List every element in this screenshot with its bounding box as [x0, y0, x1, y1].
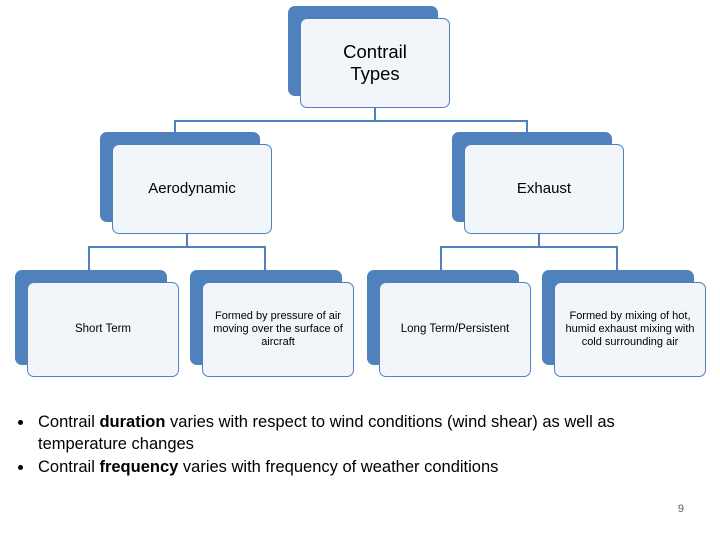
node-card: Short Term	[27, 282, 179, 377]
node-label: Exhaust	[516, 180, 572, 198]
node-label: Long Term/Persistent	[400, 322, 510, 335]
node-card: Exhaust	[464, 144, 624, 234]
bullet-text: varies with respect to wind conditions (…	[38, 413, 615, 453]
diagram-node-aerodynamic[interactable]: Aerodynamic	[100, 132, 272, 234]
node-card: Formed by pressure of air moving over th…	[202, 282, 354, 377]
node-label: Formed by mixing of hot, humid exhaust m…	[565, 310, 695, 348]
connector-to-formed-mixing	[616, 246, 618, 272]
connector-to-formed-pressure	[264, 246, 266, 272]
bullet-text: Contrail	[38, 457, 100, 476]
connector-level2-left-horizontal	[88, 246, 266, 248]
bullet-text: varies with frequency of weather conditi…	[178, 457, 499, 476]
connector-to-short-term	[88, 246, 90, 272]
page-number: 9	[677, 503, 684, 515]
node-label: Formed by pressure of air moving over th…	[213, 310, 343, 348]
bullet-text-block: Contrail duration varies with respect to…	[8, 412, 708, 479]
connector-exhaust-down	[538, 234, 540, 246]
bullet-item: Contrail duration varies with respect to…	[34, 412, 708, 456]
diagram-node-short-term[interactable]: Short Term	[15, 270, 179, 377]
node-label: Aerodynamic	[148, 180, 236, 198]
connector-level2-right-horizontal	[440, 246, 618, 248]
bullet-item: Contrail frequency varies with frequency…	[34, 457, 708, 479]
diagram-node-long-term-persistent[interactable]: Long Term/Persistent	[367, 270, 531, 377]
connector-root-down	[374, 108, 376, 120]
bullet-list: Contrail duration varies with respect to…	[8, 412, 708, 478]
node-card: Formed by mixing of hot, humid exhaust m…	[554, 282, 706, 377]
connector-level1-horizontal	[174, 120, 526, 122]
diagram-node-formed-by-mixing[interactable]: Formed by mixing of hot, humid exhaust m…	[542, 270, 706, 377]
connector-aerodynamic-down	[186, 234, 188, 246]
diagram-node-exhaust[interactable]: Exhaust	[452, 132, 624, 234]
bullet-text: Contrail	[38, 413, 100, 431]
node-label: Short Term	[74, 322, 132, 335]
node-card: Long Term/Persistent	[379, 282, 531, 377]
bullet-emphasis: frequency	[99, 457, 179, 476]
node-card: Aerodynamic	[112, 144, 272, 234]
bullet-emphasis: duration	[99, 413, 166, 431]
connector-to-long-term	[440, 246, 442, 272]
diagram-node-formed-by-pressure[interactable]: Formed by pressure of air moving over th…	[190, 270, 354, 377]
